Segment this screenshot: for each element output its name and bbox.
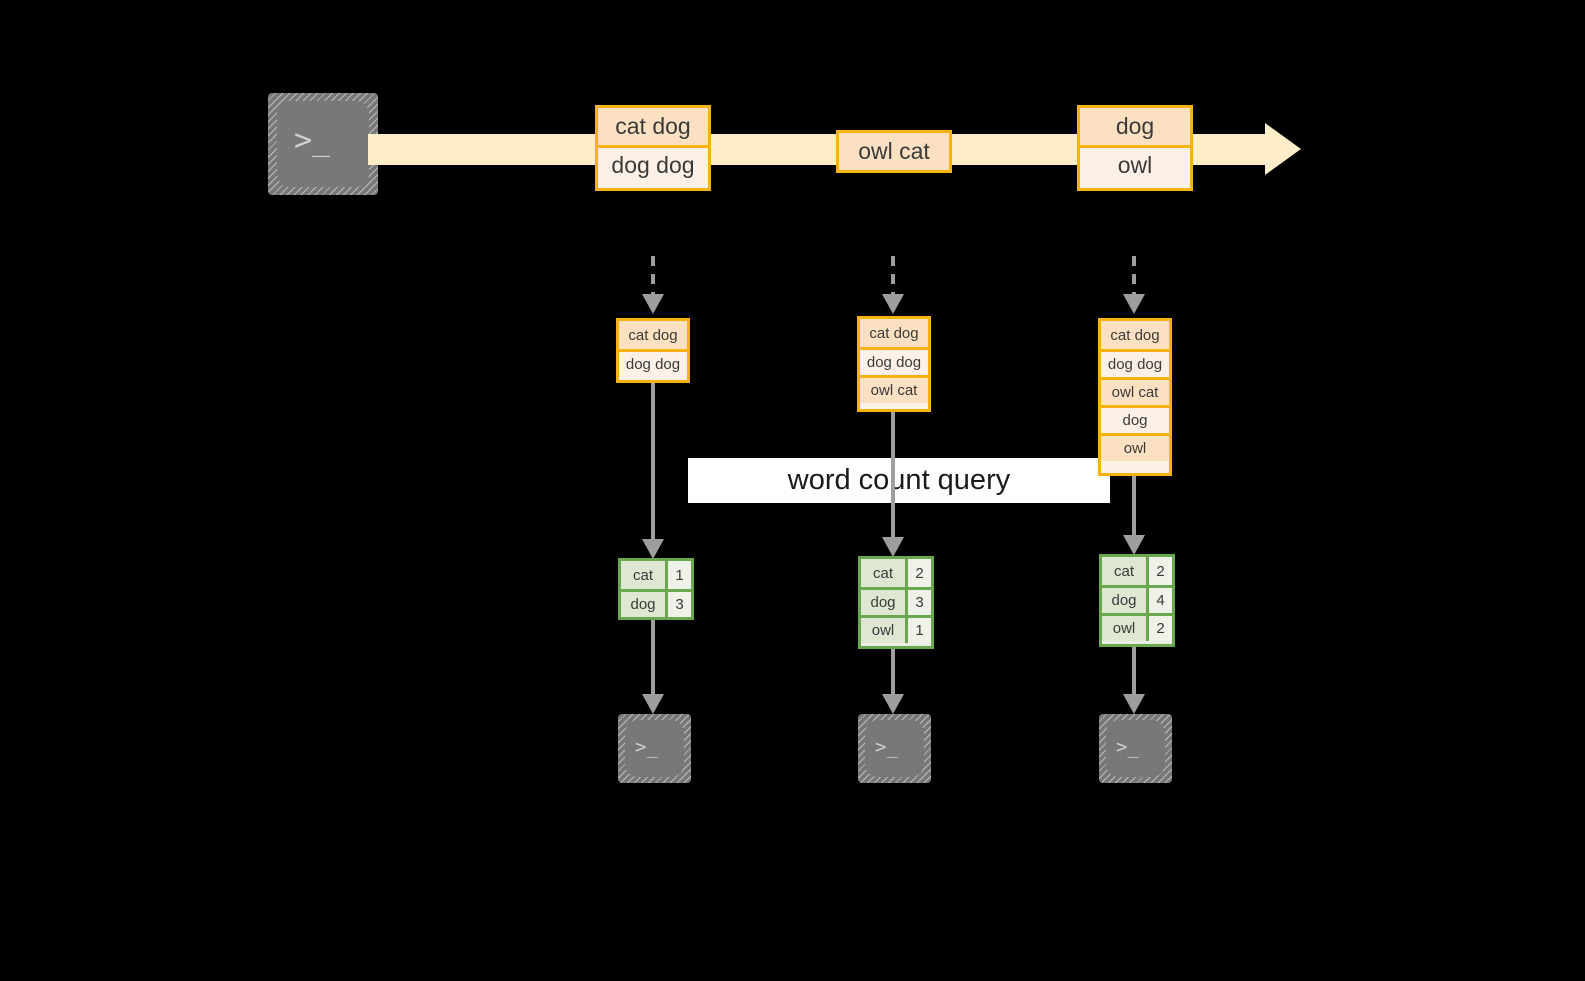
query-banner: word count query	[688, 458, 1110, 503]
col-3-count-word-2: dog	[1102, 588, 1147, 613]
col-3-count-row-3: owl 2	[1102, 613, 1172, 641]
col-3-count-value-1: 2	[1146, 557, 1172, 585]
col-3-count-row-2: dog 4	[1102, 585, 1172, 613]
col-1-dashed-feed	[651, 256, 655, 294]
col-2-dashed-feed	[891, 256, 895, 294]
col-2-count-table: cat 2 dog 3 owl 1	[858, 556, 934, 649]
col-1-count-word-2: dog	[621, 592, 666, 617]
stream-batch-3-row-2: owl	[1080, 145, 1190, 182]
col-1-query-connector	[651, 383, 655, 539]
terminal-prompt-glyph: >_	[635, 736, 658, 758]
col-3-query-connector	[1132, 476, 1136, 535]
col-2-count-row-1: cat 2	[861, 559, 931, 587]
col-3-count-row-1: cat 2	[1102, 557, 1172, 585]
col-2-count-word-1: cat	[861, 559, 906, 587]
col-3-input-row-3: owl cat	[1101, 377, 1169, 405]
terminal-prompt-glyph: >_	[294, 123, 331, 158]
col-2-count-row-3: owl 1	[861, 615, 931, 643]
terminal-prompt-glyph: >_	[1116, 736, 1139, 758]
stream-batch-3-row-1: dog	[1080, 108, 1190, 145]
col-1-input-row-2: dog dog	[619, 349, 687, 377]
stream-batch-1: cat dog dog dog	[595, 105, 711, 191]
col-3-count-word-1: cat	[1102, 557, 1147, 585]
col-2-sink-connector	[891, 649, 895, 694]
col-3-input-row-5: owl	[1101, 433, 1169, 461]
col-3-sink-connector-arrow-icon	[1123, 694, 1145, 714]
col-1-query-connector-arrow-icon	[642, 539, 664, 559]
col-3-count-value-2: 4	[1146, 588, 1172, 613]
col-2-query-connector-arrow-icon	[882, 537, 904, 557]
col-3-dashed-feed-arrow-icon	[1123, 294, 1145, 314]
col-1-sink-connector-arrow-icon	[642, 694, 664, 714]
terminal-screen	[277, 101, 369, 187]
col-2-count-value-3: 1	[905, 618, 931, 643]
col-3-count-word-3: owl	[1102, 616, 1147, 641]
col-1-count-table: cat 1 dog 3	[618, 558, 694, 620]
col-2-input-box: cat dog dog dog owl cat	[857, 316, 931, 412]
col-2-count-value-1: 2	[905, 559, 931, 587]
col-3-sink-terminal-icon: >_	[1099, 714, 1172, 783]
col-2-count-row-2: dog 3	[861, 587, 931, 615]
stream-batch-2: owl cat	[836, 130, 952, 173]
query-banner-label: word count query	[787, 464, 1011, 496]
col-2-count-value-2: 3	[905, 590, 931, 615]
terminal-screen	[625, 720, 684, 777]
col-2-count-word-3: owl	[861, 618, 906, 643]
col-3-input-box: cat dog dog dog owl cat dog owl	[1098, 318, 1172, 476]
col-3-dashed-feed	[1132, 256, 1136, 294]
col-1-sink-connector	[651, 620, 655, 694]
col-2-input-row-1: cat dog	[860, 319, 928, 347]
col-2-dashed-feed-arrow-icon	[882, 294, 904, 314]
col-1-dashed-feed-arrow-icon	[642, 294, 664, 314]
col-1-count-row-1: cat 1	[621, 561, 691, 589]
col-3-input-row-4: dog	[1101, 405, 1169, 433]
stream-batch-2-row-1: owl cat	[839, 133, 949, 170]
stream-batch-3: dog owl	[1077, 105, 1193, 191]
col-1-count-value-2: 3	[665, 592, 691, 617]
stream-arrow-head-icon	[1265, 123, 1301, 175]
terminal-screen	[865, 720, 924, 777]
source-terminal-icon: >_	[268, 93, 378, 195]
terminal-screen	[1106, 720, 1165, 777]
col-1-input-box: cat dog dog dog	[616, 318, 690, 383]
terminal-prompt-glyph: >_	[875, 736, 898, 758]
col-3-input-row-1: cat dog	[1101, 321, 1169, 349]
col-2-count-word-2: dog	[861, 590, 906, 615]
col-1-count-word-1: cat	[621, 561, 666, 589]
col-1-count-value-1: 1	[665, 561, 691, 589]
stream-batch-1-row-2: dog dog	[598, 145, 708, 182]
col-2-sink-terminal-icon: >_	[858, 714, 931, 783]
col-1-input-row-1: cat dog	[619, 321, 687, 349]
col-2-input-row-2: dog dog	[860, 347, 928, 375]
col-3-sink-connector	[1132, 647, 1136, 694]
col-2-input-row-3: owl cat	[860, 375, 928, 403]
stream-batch-1-row-1: cat dog	[598, 108, 708, 145]
col-1-sink-terminal-icon: >_	[618, 714, 691, 783]
col-1-count-row-2: dog 3	[621, 589, 691, 617]
col-3-count-table: cat 2 dog 4 owl 2	[1099, 554, 1175, 647]
col-2-query-connector	[891, 412, 895, 537]
col-3-count-value-3: 2	[1146, 616, 1172, 641]
col-2-sink-connector-arrow-icon	[882, 694, 904, 714]
col-3-input-row-2: dog dog	[1101, 349, 1169, 377]
col-3-query-connector-arrow-icon	[1123, 535, 1145, 555]
